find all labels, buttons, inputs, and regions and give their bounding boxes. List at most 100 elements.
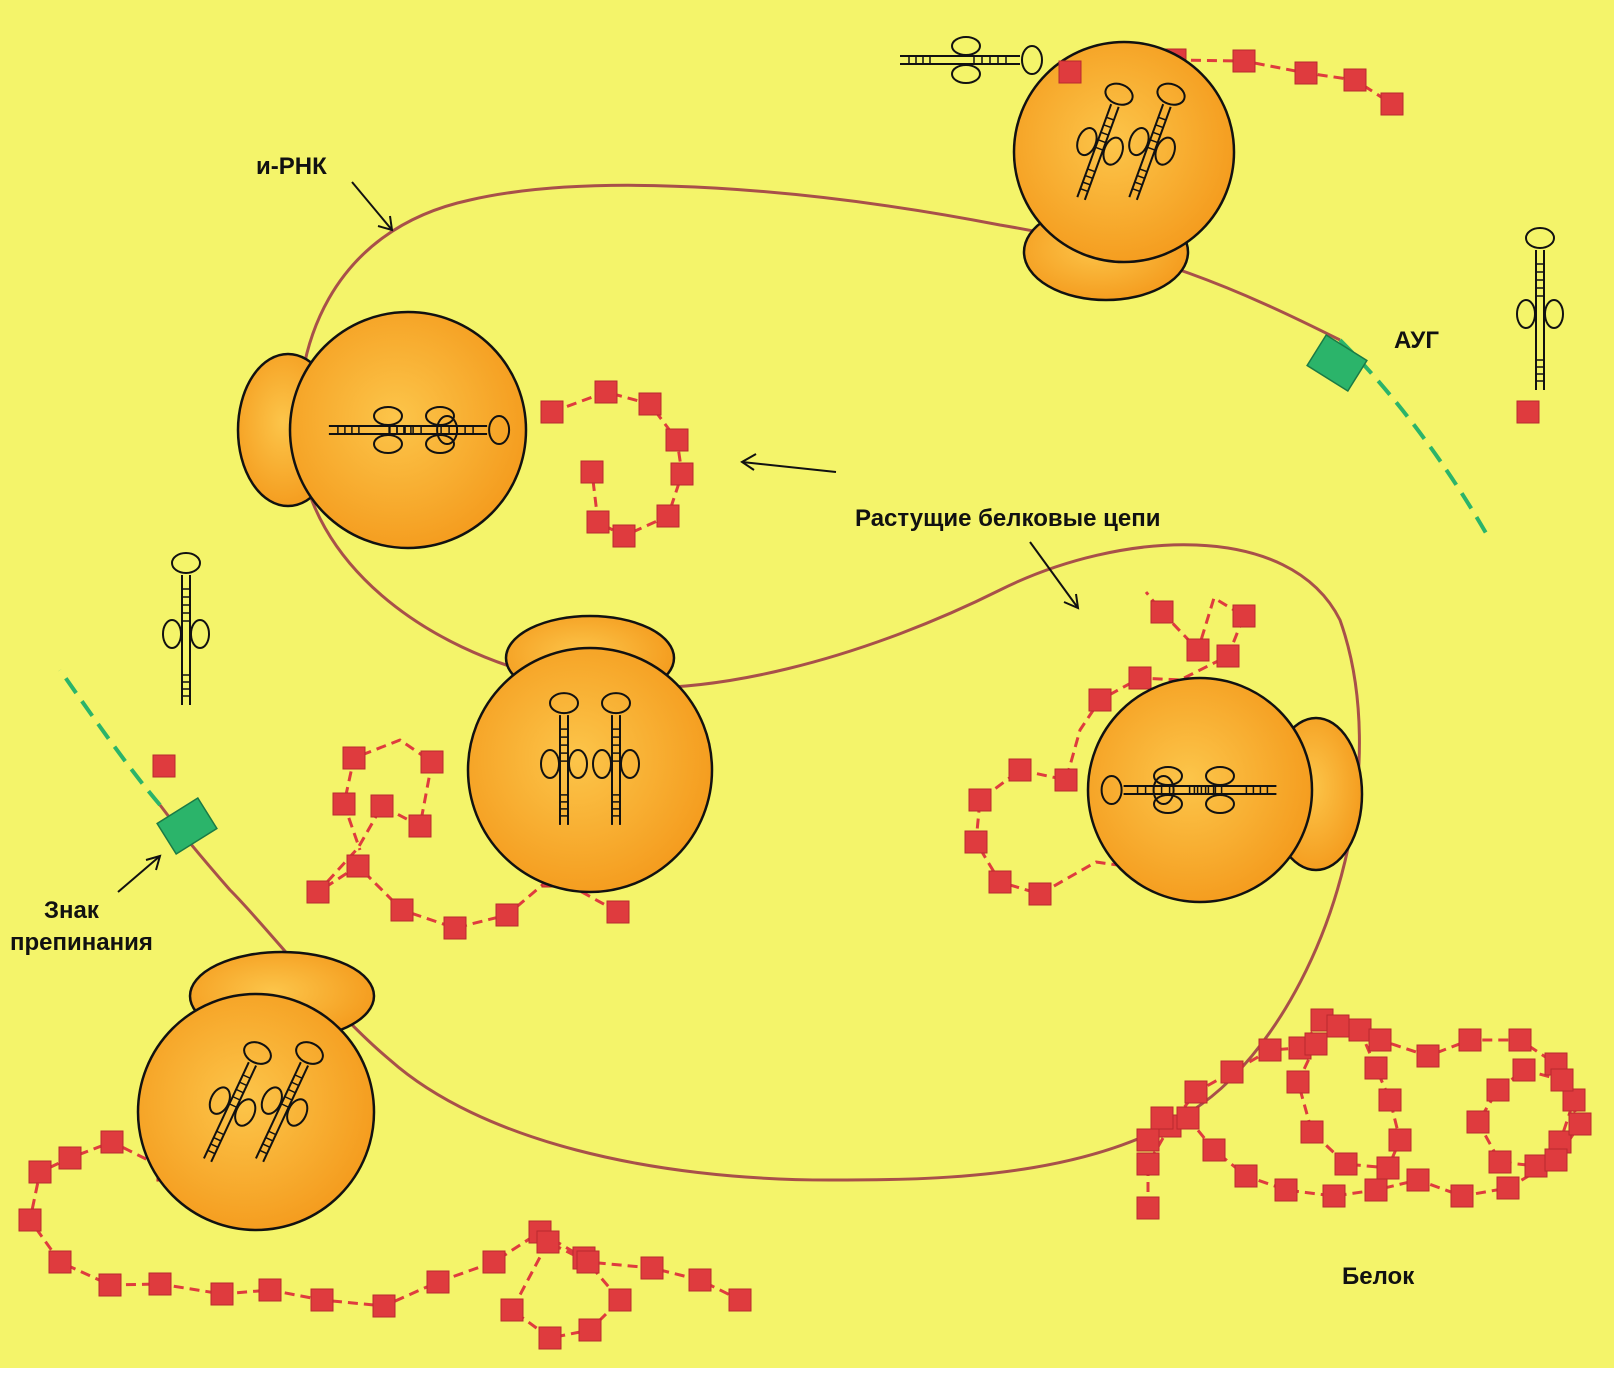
amino-acid-icon	[606, 900, 630, 924]
ribosome-large-subunit	[1012, 40, 1236, 264]
protein-chain-bottom-right	[1136, 1008, 1592, 1220]
amino-acid-icon	[1008, 758, 1032, 782]
ribosome-upper-left	[236, 310, 528, 550]
amino-acid-icon	[665, 428, 689, 452]
amino-acid-icon	[495, 903, 519, 927]
amino-acid-icon	[148, 1272, 172, 1296]
ribosome-large-subunit	[136, 992, 376, 1232]
amino-acid-icon	[1568, 1112, 1592, 1136]
growing-chains-label: Растущие белковые цепи	[855, 505, 1161, 532]
ribosome-large-subunit	[1086, 676, 1314, 904]
ribosome-large-subunit	[288, 310, 528, 550]
amino-acid-icon	[390, 898, 414, 922]
start-codon-marker	[1306, 333, 1368, 393]
amino-acid-icon	[1128, 666, 1152, 690]
amino-acid-icon	[1202, 1138, 1226, 1162]
amino-acid-icon	[640, 1256, 664, 1280]
amino-acid-icon	[964, 830, 988, 854]
amino-acid-icon	[1304, 1032, 1328, 1056]
amino-acid-icon	[1388, 1128, 1412, 1152]
amino-acid-icon	[1334, 1152, 1358, 1176]
amino-acid-icon	[1343, 68, 1367, 92]
amino-acid-icon	[670, 462, 694, 486]
amino-acid-icon	[1294, 61, 1318, 85]
amino-acid-icon	[612, 524, 636, 548]
amino-acid-icon	[988, 870, 1012, 894]
amino-acid-icon	[1524, 1154, 1548, 1178]
amino-acid-icon	[1450, 1184, 1474, 1208]
amino-acid-icon	[1286, 1070, 1310, 1094]
amino-acid-icon	[1220, 1060, 1244, 1084]
trna-icon	[203, 1041, 272, 1163]
protein-label: Белок	[1342, 1263, 1415, 1290]
amino-acid-icon	[210, 1282, 234, 1306]
free-trna-top	[900, 36, 1082, 84]
amino-acid-icon	[1496, 1176, 1520, 1200]
trna-icon	[592, 692, 640, 825]
amino-acid-icon	[576, 1250, 600, 1274]
trna-icon	[1152, 766, 1277, 814]
amino-acid-icon	[1176, 1106, 1200, 1130]
amino-acid-icon	[1300, 1120, 1324, 1144]
stop-codon-label-arrow	[117, 855, 161, 893]
amino-acid-icon	[1380, 92, 1404, 116]
peptide-chain-upper-left	[540, 380, 694, 548]
amino-acid-icon	[728, 1288, 752, 1312]
growing-chains-arrow-down-head	[1063, 593, 1080, 610]
amino-acid-icon	[1136, 1152, 1160, 1176]
amino-acid-icon	[638, 392, 662, 416]
amino-acid-icon	[98, 1273, 122, 1297]
mrna-strand	[158, 183, 1361, 1182]
amino-acid-icon	[1136, 1196, 1160, 1220]
aug-label: АУГ	[1394, 327, 1439, 354]
stop-codon-label-line1: Знак	[44, 897, 100, 924]
ribosome-bottom-left	[136, 950, 376, 1232]
amino-acid-icon	[656, 504, 680, 528]
trna-icon	[900, 36, 1043, 84]
amino-acid-icon	[1416, 1044, 1440, 1068]
amino-acid-icon	[1216, 644, 1240, 668]
growing-chains-arrow-left	[741, 461, 837, 473]
amino-acid-icon	[1326, 1014, 1350, 1038]
amino-acid-icon	[258, 1278, 282, 1302]
amino-acid-icon	[306, 880, 330, 904]
amino-acid-icon	[586, 510, 610, 534]
free-trna-left	[152, 552, 210, 778]
ribosomes	[136, 40, 1364, 1232]
amino-acid-icon	[1406, 1168, 1430, 1192]
peptide-chain-middle-left	[306, 738, 630, 940]
amino-acid-icon	[18, 1208, 42, 1232]
amino-acid-icon	[536, 1230, 560, 1254]
free-trnas	[152, 36, 1564, 778]
amino-acid-icon	[1544, 1148, 1568, 1172]
amino-acid-icon	[1234, 1164, 1258, 1188]
trna-icon	[162, 552, 210, 705]
amino-acid-icon	[482, 1250, 506, 1274]
amino-acid-icon	[1058, 60, 1082, 84]
peptide-backbone	[974, 591, 1246, 896]
amino-acid-icon	[1378, 1088, 1402, 1112]
trna-icon	[540, 692, 588, 825]
amino-acid-icon	[538, 1326, 562, 1350]
amino-acid-icon	[1186, 638, 1210, 662]
amino-acid-icon	[1376, 1156, 1400, 1180]
amino-acid-icon	[1364, 1178, 1388, 1202]
amino-acid-icon	[608, 1288, 632, 1312]
amino-acid-icon	[968, 788, 992, 812]
amino-acid-icon	[540, 400, 564, 424]
amino-acid-icon	[420, 750, 444, 774]
amino-acid-icon	[1512, 1058, 1536, 1082]
amino-acid-icon	[1486, 1078, 1510, 1102]
amino-acid-icon	[1088, 688, 1112, 712]
amino-acid-icon	[594, 380, 618, 404]
amino-acid-icon	[1458, 1028, 1482, 1052]
mrna-label: и-РНК	[256, 153, 327, 180]
stop-codon-arrow-head	[145, 854, 162, 871]
amino-acid-icon	[580, 460, 604, 484]
amino-acid-icon	[1364, 1056, 1388, 1080]
growing-chains-arrow-left-head	[740, 453, 757, 471]
ribosome-large-subunit	[466, 646, 714, 894]
amino-acid-icon	[1466, 1110, 1490, 1134]
